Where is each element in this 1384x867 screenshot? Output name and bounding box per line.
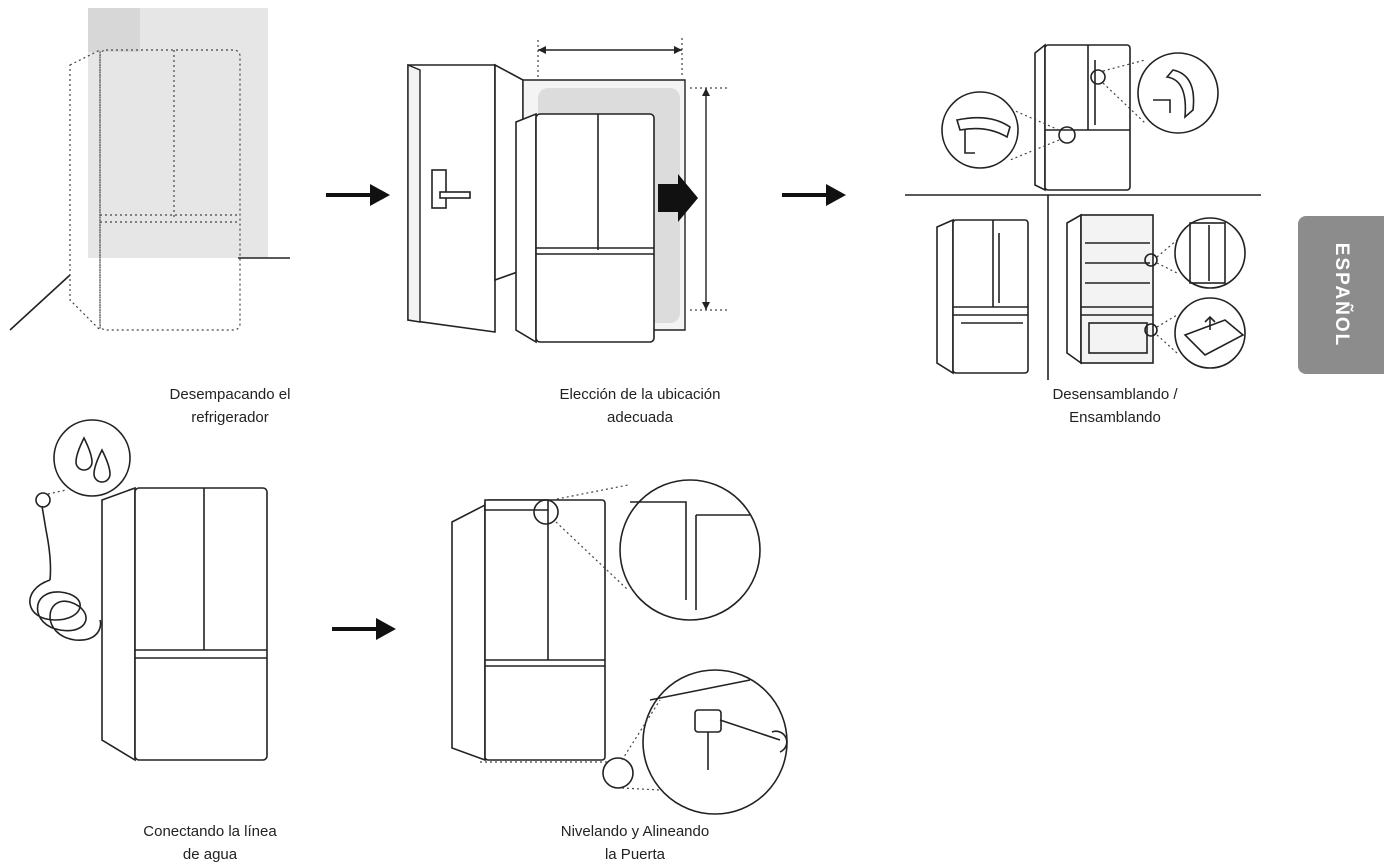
caption-water-line: Conectando la línea de agua <box>90 820 330 866</box>
illustration-water-line <box>29 419 268 762</box>
illustration-assembly <box>905 43 1261 380</box>
right-arrow-icon <box>332 618 396 640</box>
caption-line: de agua <box>182 846 238 863</box>
language-label: ESPAÑOL <box>1331 242 1352 348</box>
caption-line: Desensamblando / <box>1052 386 1178 403</box>
caption-line: Conectando la línea <box>143 823 277 840</box>
caption-line: Ensamblando <box>1069 409 1161 426</box>
right-arrow-icon <box>326 184 390 206</box>
caption-leveling: Nivelando y Alineando la Puerta <box>515 820 755 866</box>
language-tab: ESPAÑOL <box>1298 216 1384 374</box>
caption-location: Elección de la ubicación adecuada <box>510 383 770 429</box>
caption-line: refrigerador <box>191 409 269 426</box>
right-arrow-icon <box>782 184 846 206</box>
illustration-leveling <box>451 479 788 815</box>
caption-line: Desempacando el <box>169 386 291 403</box>
water-drops-icon <box>75 436 111 483</box>
caption-line: Elección de la ubicación <box>559 386 721 403</box>
illustration-location <box>407 38 730 344</box>
caption-assembly: Desensamblando / Ensamblando <box>1000 383 1230 429</box>
illustration-unpacking <box>9 8 290 332</box>
caption-unpacking: Desempacando el refrigerador <box>110 383 350 429</box>
caption-line: Nivelando y Alineando <box>560 823 710 840</box>
caption-line: adecuada <box>607 409 673 426</box>
caption-line: la Puerta <box>604 846 666 863</box>
